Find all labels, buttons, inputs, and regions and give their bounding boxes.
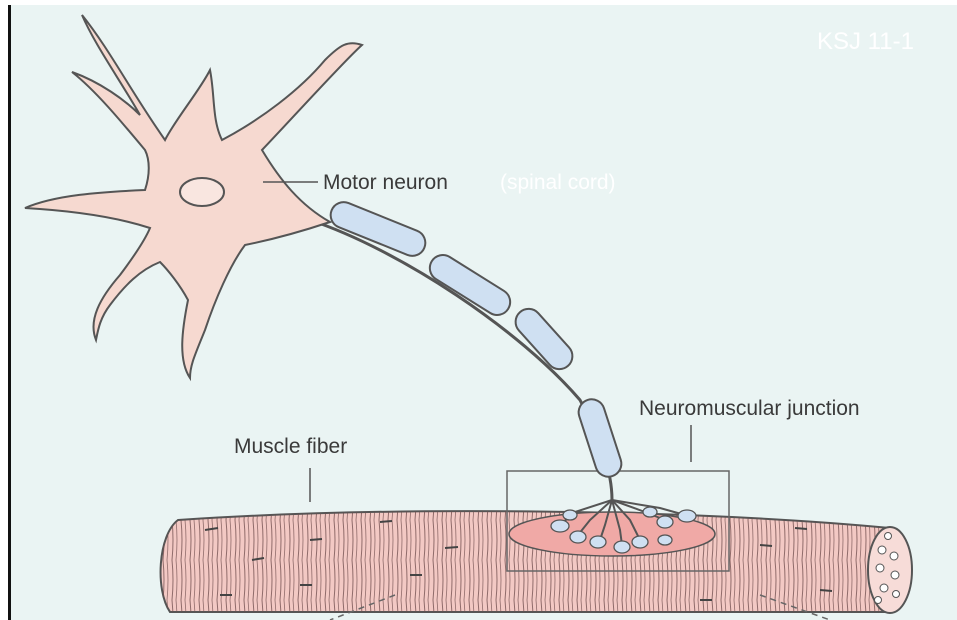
motor-end-plate <box>509 500 715 556</box>
motor-neuron-cell <box>25 15 362 378</box>
motor-neuron-note: (spinal cord) <box>500 171 616 194</box>
motor-neuron-label: Motor neuron <box>323 171 448 194</box>
axon <box>310 198 625 500</box>
myelin-sheath <box>327 198 625 480</box>
nucleus <box>180 178 224 206</box>
neuromuscular-junction-label: Neuromuscular junction <box>639 397 860 420</box>
muscle-fiber-label: Muscle fiber <box>234 435 347 458</box>
figure-reference: KSJ 11-1 <box>817 28 914 55</box>
